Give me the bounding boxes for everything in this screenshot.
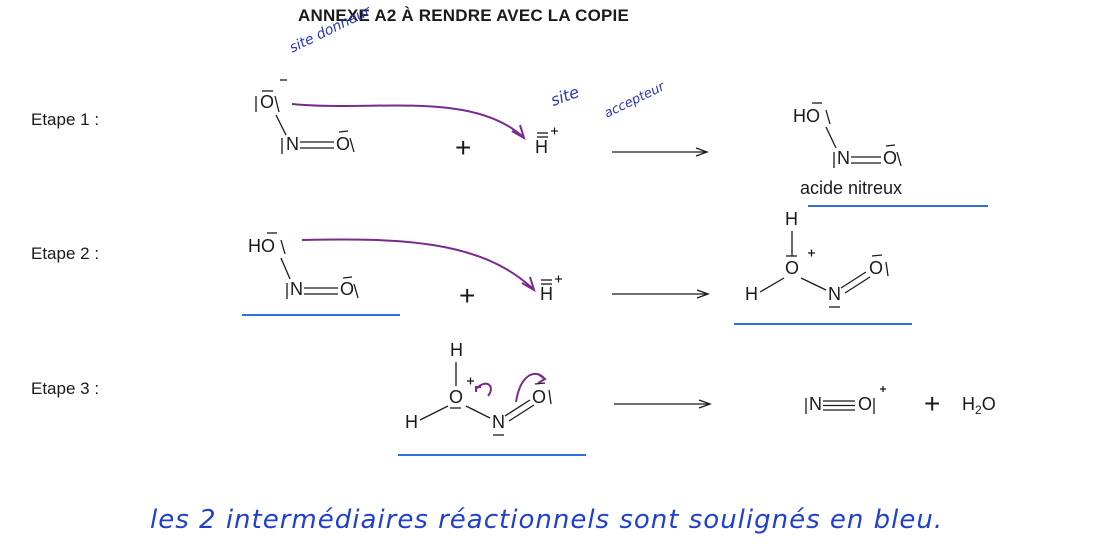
step2-reactant-oxygen: O xyxy=(340,279,355,299)
step-1-label: Etape 1 : xyxy=(31,110,100,129)
step2-reactant-nitrogen: N xyxy=(290,279,303,299)
water-formula: H2O xyxy=(962,394,996,417)
step1-plus: + xyxy=(455,132,472,163)
single-bond xyxy=(419,405,449,421)
nitrosonium-oxygen: O xyxy=(858,394,873,414)
step-2-label: Etape 2 : xyxy=(31,244,100,263)
lone-pair xyxy=(342,276,353,279)
step3-reactant-nitrogen: N xyxy=(492,412,505,432)
step1-product-oxygen: O xyxy=(883,148,898,168)
step1-product-name: acide nitreux xyxy=(800,178,903,198)
step2-product-oxygen-right: O xyxy=(869,258,884,278)
lone-pair xyxy=(534,382,546,385)
curved-arrows xyxy=(291,103,547,403)
lone-pair xyxy=(280,239,286,255)
lone-pair xyxy=(885,261,889,277)
water-oxygen: O xyxy=(981,394,996,414)
step1-reactant-oxygen-top: O xyxy=(260,92,275,112)
lone-pair xyxy=(825,109,831,125)
double-bond xyxy=(504,399,531,417)
single-bond xyxy=(825,126,837,149)
step1-reactant-oxygen-right: O xyxy=(336,134,351,154)
blue-underlines xyxy=(242,205,988,456)
lone-pair xyxy=(274,95,280,113)
lone-pair xyxy=(896,151,902,167)
step1-proton: H xyxy=(535,137,548,157)
step2-product-oxygen-center: O xyxy=(785,258,800,278)
curved-arrow-step3-b-head xyxy=(537,373,547,384)
curved-arrow-step1 xyxy=(291,103,523,137)
single-bond xyxy=(465,405,491,419)
step2-reactant-ho: HO xyxy=(248,236,275,256)
step-3-label: Etape 3 : xyxy=(31,379,100,398)
step3-reactant-oxygen-center: O xyxy=(449,387,464,407)
step2-product-h-left: H xyxy=(745,284,758,304)
reaction-arrow-head xyxy=(695,147,709,157)
curved-arrow-step1-head xyxy=(511,124,526,141)
curved-arrow-step3-b xyxy=(515,372,545,403)
reaction-arrow-head xyxy=(698,399,712,409)
lone-pair xyxy=(548,389,552,405)
curved-arrow-step2-head xyxy=(521,276,536,293)
single-bond xyxy=(759,277,785,293)
page-title: ANNEXE A2 À RENDRE AVEC LA COPIE xyxy=(298,6,630,25)
lone-pair xyxy=(885,144,896,147)
step1-product-ho: HO xyxy=(793,106,820,126)
reaction-arrow-head xyxy=(696,289,710,299)
step1-product-nitrogen: N xyxy=(837,148,850,168)
step3-plus: + xyxy=(924,388,941,419)
footer-handwritten-note: les 2 intermédiaires réactionnels sont s… xyxy=(150,505,944,535)
lone-pair xyxy=(353,283,359,299)
chem-bonds xyxy=(255,79,902,436)
step2-product-h-top: H xyxy=(785,209,798,229)
proton-charges xyxy=(551,127,562,283)
single-bond xyxy=(280,257,291,280)
nitrosonium-nitrogen: N xyxy=(809,394,822,414)
double-bond xyxy=(508,404,535,422)
curved-arrow-step3-a xyxy=(475,382,492,397)
step2-product-nitrogen: N xyxy=(828,284,841,304)
single-bond xyxy=(275,114,287,136)
double-bond xyxy=(844,276,871,294)
water-subscript: 2 xyxy=(975,403,982,417)
curved-arrow-step3-a-head xyxy=(475,386,481,392)
single-bond xyxy=(800,277,827,291)
water-hydrogen: H xyxy=(962,394,975,414)
step1-reactant-nitrogen: N xyxy=(286,134,299,154)
lone-pair xyxy=(349,137,355,153)
step3-reactant-h-left: H xyxy=(405,412,418,432)
step2-plus: + xyxy=(459,280,476,311)
lone-pair xyxy=(338,130,349,133)
curved-arrow-step2 xyxy=(301,238,533,289)
double-bond xyxy=(840,271,867,289)
step3-reactant-oxygen-right: O xyxy=(532,387,547,407)
step2-proton: H xyxy=(540,284,553,304)
lone-pair xyxy=(871,254,883,257)
step3-reactant-h-top: H xyxy=(450,340,463,360)
